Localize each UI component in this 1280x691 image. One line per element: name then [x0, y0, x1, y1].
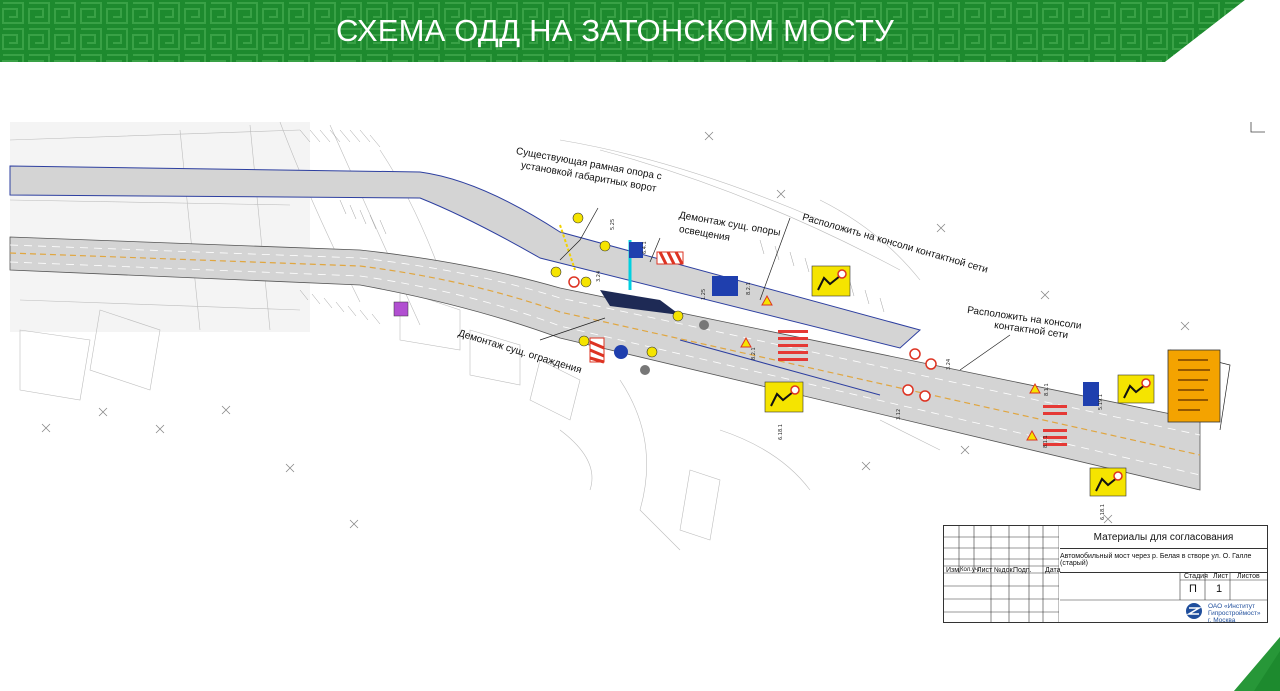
svg-text:3.24: 3.24 — [946, 359, 952, 370]
detour-sign-1 — [811, 265, 851, 297]
svg-text:5.19.1: 5.19.1 — [1098, 394, 1104, 410]
svg-text:6.18.1: 6.18.1 — [1100, 504, 1106, 520]
svg-text:8.1.1: 8.1.1 — [1043, 435, 1049, 448]
col-koluch: Кол.уч. — [960, 567, 980, 573]
detour-sign-2 — [764, 381, 804, 413]
sheet-label: Лист — [1213, 573, 1229, 580]
org-name-line3: г. Москва — [1208, 617, 1236, 624]
col-izm: Изм. — [946, 567, 961, 574]
revision-table-grid — [944, 526, 1059, 622]
svg-text:1.25: 1.25 — [701, 289, 707, 300]
corner-decoration — [1234, 637, 1280, 691]
org-name-line1: ОАО «Институт — [1208, 603, 1255, 610]
terrain-background — [9, 121, 941, 551]
svg-text:8.2.1: 8.2.1 — [751, 347, 757, 360]
stage-table-grid — [1060, 572, 1267, 601]
svg-text:3.24: 3.24 — [596, 271, 602, 282]
col-ndok: №док. — [994, 567, 1015, 574]
svg-text:5.25: 5.25 — [610, 219, 616, 230]
svg-text:8.1.1: 8.1.1 — [1044, 383, 1050, 396]
svg-text:8.2.1: 8.2.1 — [746, 282, 752, 295]
stage-value: П — [1189, 583, 1197, 595]
page-title: СХЕМА ОДД НА ЗАТОНСКОМ МОСТУ — [335, 13, 894, 48]
organization-logo-icon — [1186, 603, 1202, 619]
col-data: Дата — [1045, 567, 1061, 574]
sheet-value: 1 — [1216, 583, 1223, 595]
sheets-label: Листов — [1237, 573, 1260, 580]
header-banner — [0, 0, 1280, 62]
svg-text:6.4.1: 6.4.1 — [642, 241, 648, 254]
col-list: Лист — [977, 567, 993, 574]
col-podp: Подп. — [1013, 567, 1032, 574]
svg-text:3.12: 3.12 — [896, 409, 902, 420]
pedestrian-crossing-1 — [778, 330, 808, 361]
organization-name: ОАО «Институт Гипростроймост» г. Москва — [1208, 603, 1261, 624]
detour-sign-3 — [1117, 374, 1155, 404]
upper-carriageway — [9, 165, 922, 349]
title-block-header: Материалы для согласования — [1060, 526, 1267, 549]
drawing-title-block: Изм. Кол.уч. Лист №док. Подп. Дата Матер… — [943, 525, 1268, 624]
stage-label: Стадия — [1184, 573, 1208, 580]
info-board — [1167, 349, 1221, 423]
svg-text:6.18.1: 6.18.1 — [778, 424, 784, 440]
pedestrian-crossing-2 — [1043, 405, 1067, 446]
survey-markers — [41, 131, 1190, 529]
road-signs — [393, 212, 1221, 497]
bridge-carriageway — [9, 236, 1201, 491]
org-name-line2: Гипростроймост» — [1208, 610, 1261, 617]
title-block-subtitle: Автомобильный мост через р. Белая в ство… — [1060, 548, 1267, 573]
detour-sign-4 — [1089, 467, 1127, 497]
